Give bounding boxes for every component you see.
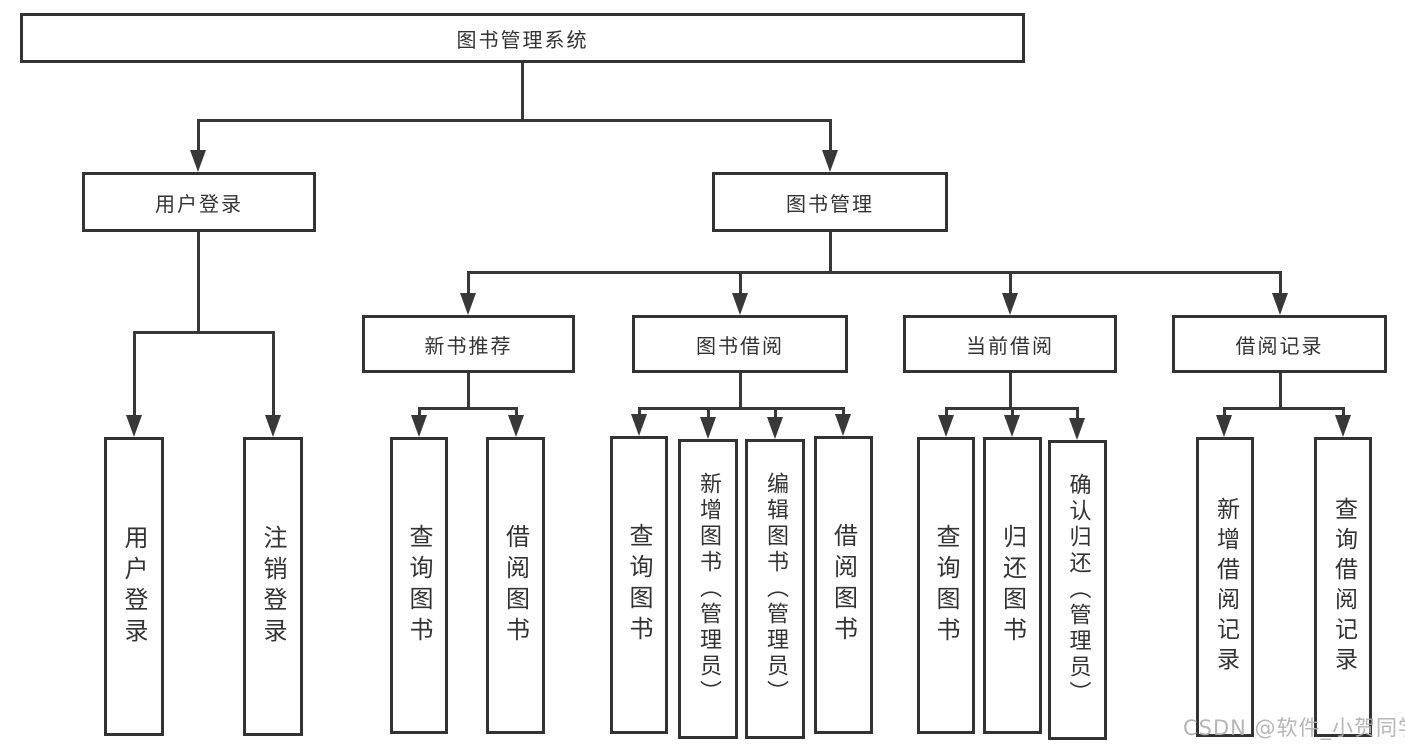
arrowhead-down-icon xyxy=(265,415,281,437)
connector-line xyxy=(1075,408,1079,427)
leaf-borrow-books-label: 借阅图书 xyxy=(829,523,858,647)
connector-line xyxy=(828,120,832,160)
leaf-user-login: 用户登录 xyxy=(104,437,164,736)
leaf-return-books-label: 归还图书 xyxy=(998,523,1027,648)
arrowhead-down-icon xyxy=(631,414,647,436)
leaf-current-query-books: 查询图书 xyxy=(917,437,975,734)
leaf-add-borrow-record: 新增借阅记录 xyxy=(1196,437,1254,737)
connector-line xyxy=(417,406,518,410)
connector-line xyxy=(828,232,832,274)
leaf-return-books: 归还图书 xyxy=(983,437,1042,734)
connector-line xyxy=(466,373,470,410)
arrowhead-down-icon xyxy=(190,150,206,172)
connector-line xyxy=(637,406,845,410)
connector-line xyxy=(196,118,832,122)
leaf-user-login-label: 用户登录 xyxy=(120,524,148,649)
arrowhead-down-icon xyxy=(1069,418,1085,440)
connector-line xyxy=(1222,406,1345,410)
branch-user-login-label: 用户登录 xyxy=(155,191,243,216)
branch-borrowing-records: 借阅记录 xyxy=(1172,315,1387,373)
connector-line xyxy=(196,120,200,160)
arrowhead-down-icon xyxy=(508,415,524,437)
arrowhead-down-icon xyxy=(1272,293,1288,315)
connector-line xyxy=(1008,272,1012,302)
arrowhead-down-icon xyxy=(822,150,838,172)
leaf-add-books-admin: 新增图书（管理员） xyxy=(678,439,738,739)
connector-line xyxy=(132,330,275,334)
leaf-borrowing-query-books-label: 查询图书 xyxy=(625,523,653,647)
leaf-edit-books-admin: 编辑图书（管理员） xyxy=(745,439,805,739)
connector-line xyxy=(196,232,200,334)
csdn-watermark: CSDN @软件_小贺同学 xyxy=(1183,716,1405,740)
leaf-query-borrow-record: 查询借阅记录 xyxy=(1314,437,1372,737)
arrowhead-down-icon xyxy=(1335,415,1351,437)
arrowhead-down-icon xyxy=(411,415,427,437)
leaf-confirm-return-admin: 确认归还（管理员） xyxy=(1048,440,1107,740)
branch-book-borrowing: 图书借阅 xyxy=(632,315,848,373)
leaf-recommend-query-books: 查询图书 xyxy=(390,437,448,734)
connector-line xyxy=(466,272,470,302)
connector-line xyxy=(738,272,742,302)
leaf-current-query-books-label: 查询图书 xyxy=(932,523,960,648)
branch-current-borrowing: 当前借阅 xyxy=(903,315,1117,373)
arrowhead-down-icon xyxy=(732,293,748,315)
leaf-add-books-admin-label: 新增图书（管理员） xyxy=(696,472,721,706)
connector-line xyxy=(466,270,1282,274)
leaf-add-borrow-record-label: 新增借阅记录 xyxy=(1212,497,1239,677)
leaf-logout: 注销登录 xyxy=(243,437,303,736)
arrowhead-down-icon xyxy=(700,417,716,439)
arrowhead-down-icon xyxy=(835,414,851,436)
arrowhead-down-icon xyxy=(126,415,142,437)
connector-line xyxy=(520,63,524,122)
connector-line xyxy=(1278,272,1282,302)
arrowhead-down-icon xyxy=(460,293,476,315)
leaf-borrow-books: 借阅图书 xyxy=(814,436,873,734)
leaf-recommend-borrow-books-label: 借阅图书 xyxy=(501,523,530,648)
leaf-recommend-query-books-label: 查询图书 xyxy=(405,523,433,648)
connector-line xyxy=(1278,373,1282,410)
arrowhead-down-icon xyxy=(938,415,954,437)
branch-new-book-recommend: 新书推荐 xyxy=(362,315,575,373)
arrowhead-down-icon xyxy=(767,417,783,439)
leaf-confirm-return-admin-label: 确认归还（管理员） xyxy=(1065,473,1091,707)
branch-book-borrowing-label: 图书借阅 xyxy=(696,333,784,358)
branch-book-management: 图书管理 xyxy=(712,172,948,232)
leaf-logout-label: 注销登录 xyxy=(259,524,287,649)
connector-line xyxy=(738,373,742,410)
leaf-borrowing-query-books: 查询图书 xyxy=(610,436,668,734)
arrowhead-down-icon xyxy=(1002,293,1018,315)
branch-book-management-label: 图书管理 xyxy=(786,191,874,216)
connector-line xyxy=(271,332,275,424)
leaf-edit-books-admin-label: 编辑图书（管理员） xyxy=(763,472,788,706)
branch-current-borrowing-label: 当前借阅 xyxy=(966,333,1054,358)
arrowhead-down-icon xyxy=(1216,415,1232,437)
branch-user-login: 用户登录 xyxy=(82,172,316,232)
branch-borrowing-records-label: 借阅记录 xyxy=(1235,333,1324,358)
connector-line xyxy=(132,332,136,424)
root-library-system-label: 图书管理系统 xyxy=(456,27,589,52)
root-library-system: 图书管理系统 xyxy=(20,13,1025,63)
leaf-query-borrow-record-label: 查询借阅记录 xyxy=(1330,497,1357,677)
leaf-recommend-borrow-books: 借阅图书 xyxy=(486,437,545,734)
branch-new-book-recommend-label: 新书推荐 xyxy=(424,333,513,358)
arrowhead-down-icon xyxy=(1004,415,1020,437)
connector-line xyxy=(1008,373,1012,410)
